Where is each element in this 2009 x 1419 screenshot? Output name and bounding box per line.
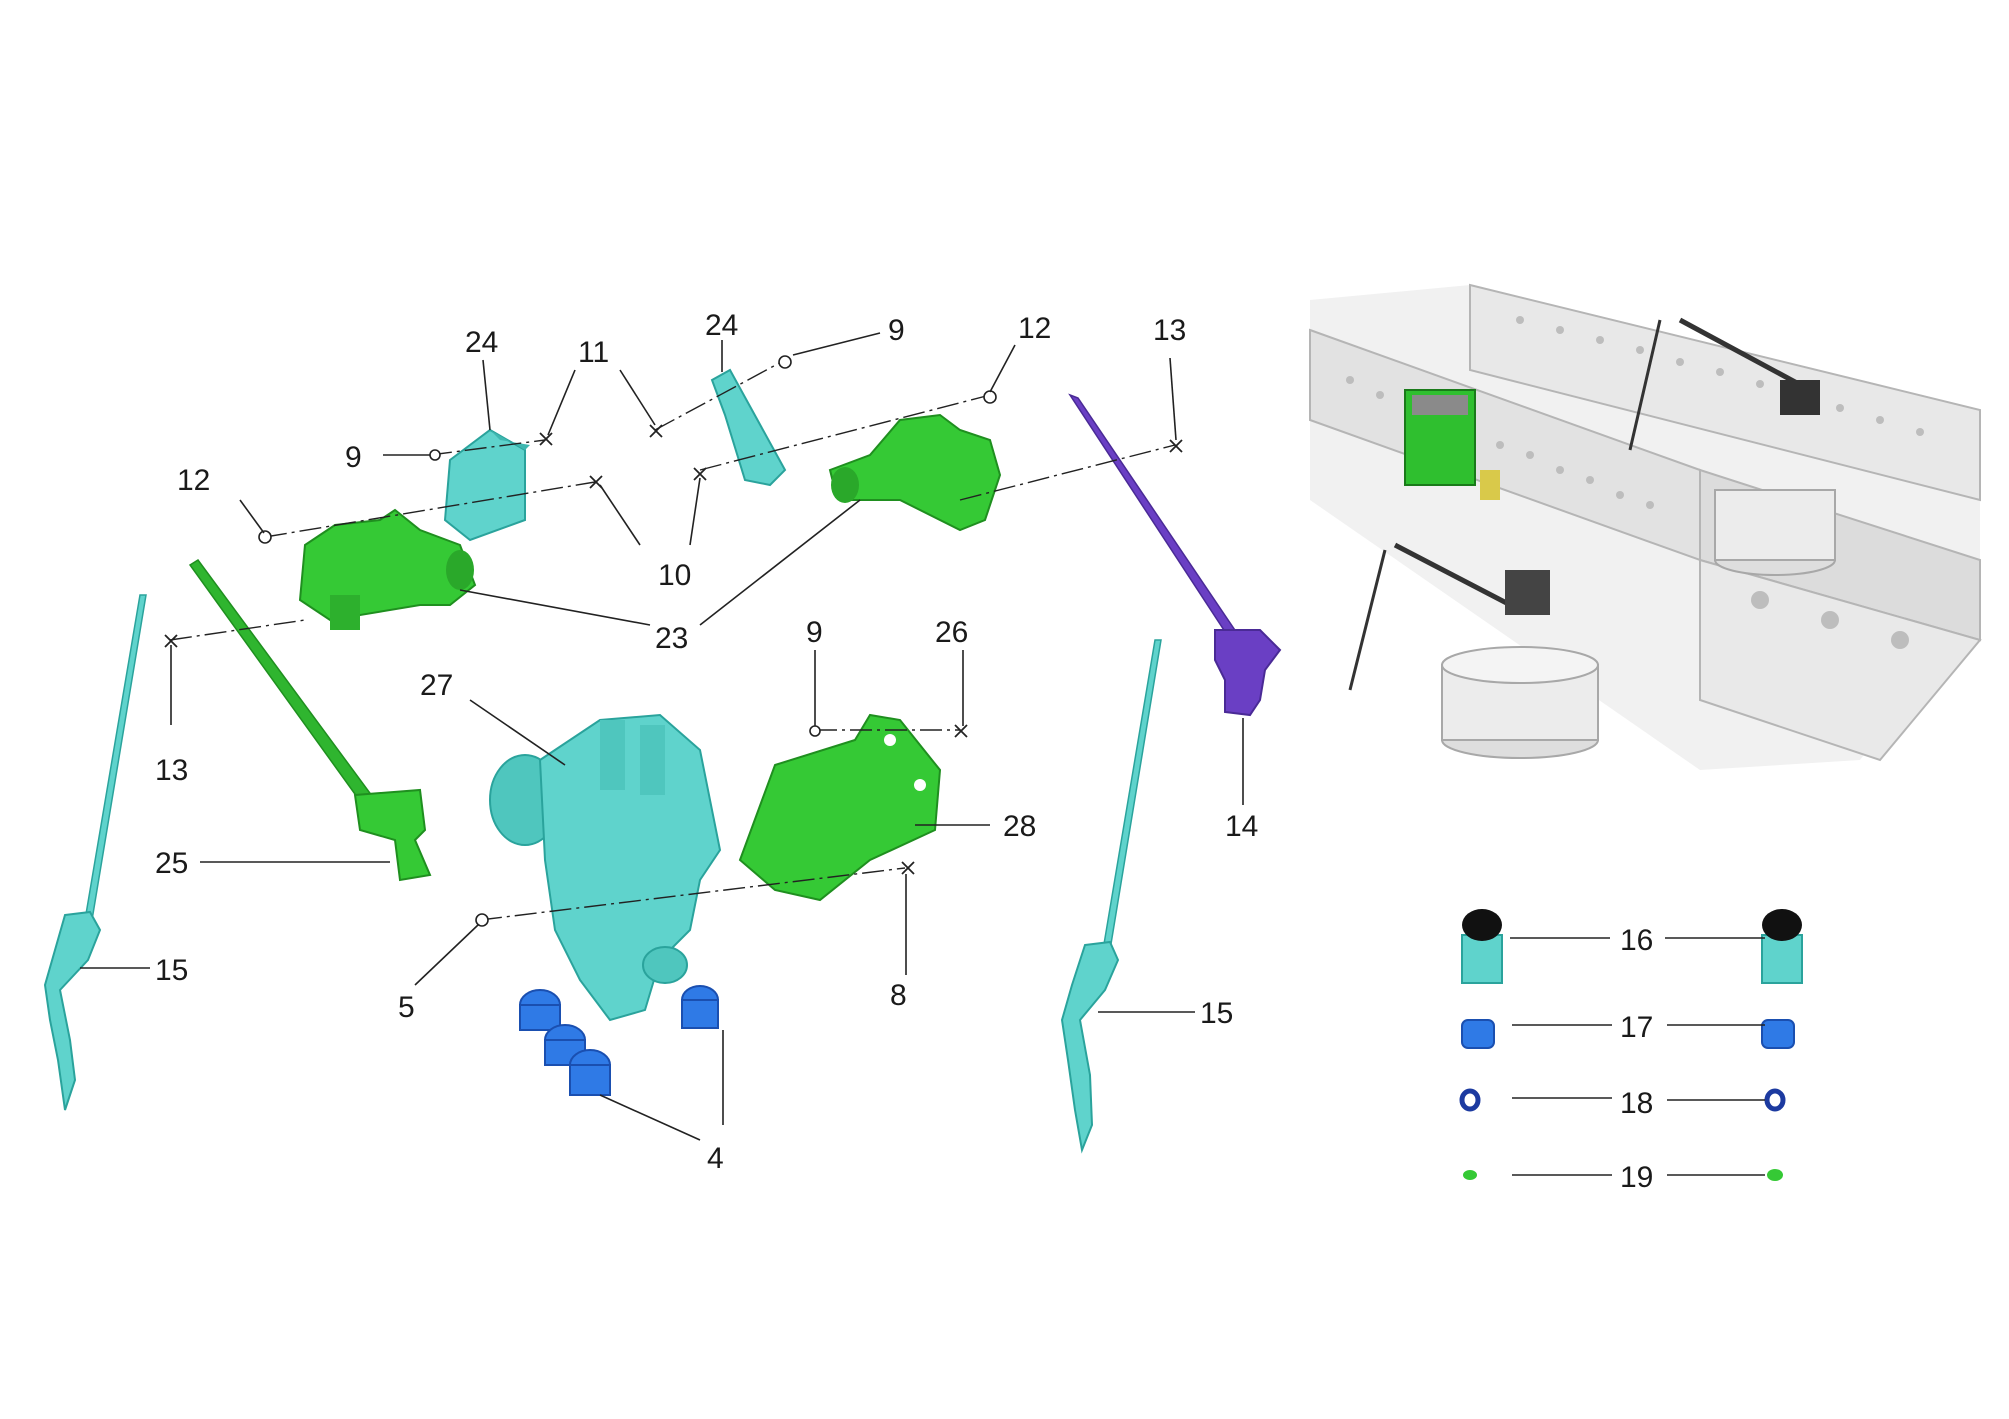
- leader-lines: [80, 332, 1765, 1176]
- height-sensor-rod-icon-15-right: [1060, 639, 1162, 1154]
- valve-icon-23-left: [298, 508, 477, 630]
- label-27: 27: [420, 669, 453, 702]
- mounting-bracket-icon-28: [738, 713, 942, 902]
- label-26: 26: [935, 616, 968, 649]
- label-24-right: 24: [705, 309, 738, 342]
- label-9-top: 9: [888, 314, 905, 347]
- chassis-frame-inset-icon: [1309, 283, 1982, 770]
- label-19: 19: [1620, 1161, 1653, 1194]
- label-28: 28: [1003, 810, 1036, 843]
- label-12-top: 12: [1018, 312, 1051, 345]
- lever-rod-icon-13-left: [188, 558, 432, 882]
- clip-icon-18: [1459, 1088, 1786, 1112]
- bracket-icon-24-left: [443, 428, 530, 542]
- bracket-icon-24-right: [710, 368, 787, 487]
- label-13-top: 13: [1153, 314, 1186, 347]
- seal-icon-19: [1463, 1169, 1783, 1181]
- height-sensor-rod-icon-15-left: [43, 594, 147, 1111]
- label-24-left: 24: [465, 326, 498, 359]
- label-4: 4: [707, 1142, 724, 1175]
- lever-end-icon-14: [1068, 393, 1282, 717]
- label-8: 8: [890, 979, 907, 1012]
- valve-icon-23-right: [828, 413, 1002, 532]
- label-13-left: 13: [155, 754, 188, 787]
- sensor-plug-icon-16: [1461, 909, 1803, 984]
- label-17: 17: [1620, 1011, 1653, 1044]
- label-9-mid: 9: [806, 616, 823, 649]
- label-25: 25: [155, 847, 188, 880]
- label-14: 14: [1225, 810, 1258, 843]
- label-12-left: 12: [177, 464, 210, 497]
- label-9-left: 9: [345, 441, 362, 474]
- nut-icon-17: [1461, 1019, 1795, 1049]
- assembly-axes: [169, 359, 1176, 921]
- plug-icon-4: [519, 985, 719, 1096]
- ecas-valve-block-icon-27: [489, 713, 722, 1022]
- label-15-right: 15: [1200, 997, 1233, 1030]
- callout-labels: 24 11 24 9 12 13 9 12 10 23 13 27 9 26 2…: [155, 309, 1653, 1194]
- label-23: 23: [655, 622, 688, 655]
- label-10: 10: [658, 559, 691, 592]
- label-11: 11: [578, 336, 609, 369]
- assembly-markers: [164, 355, 1183, 927]
- label-16: 16: [1620, 924, 1653, 957]
- label-18: 18: [1620, 1087, 1653, 1120]
- label-15-left: 15: [155, 954, 188, 987]
- label-5: 5: [398, 991, 415, 1024]
